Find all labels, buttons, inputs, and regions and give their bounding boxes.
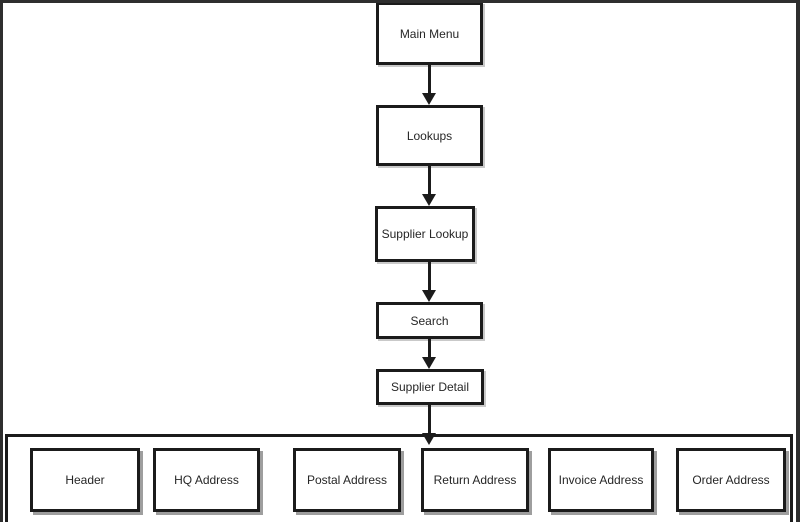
flow-node-lookups: Lookups — [376, 105, 483, 166]
arrow-shaft — [427, 338, 431, 359]
flow-node-search: Search — [376, 302, 483, 339]
arrow-down-icon — [422, 433, 436, 445]
flow-node-supplier-detail-label: Supplier Detail — [390, 380, 470, 394]
section-node-postal-address: Postal Address — [293, 448, 401, 512]
arrow-down-icon — [422, 194, 436, 206]
arrow-shaft — [427, 404, 431, 435]
section-node-order-address-label: Order Address — [692, 473, 770, 487]
arrow-lookups-to-supplier-lookup — [422, 166, 436, 206]
arrow-down-icon — [422, 357, 436, 369]
arrow-down-icon — [422, 93, 436, 105]
section-node-header-label: Header — [65, 473, 105, 487]
flow-node-main-menu-label: Main Menu — [399, 26, 460, 41]
arrow-main-menu-to-lookups — [422, 64, 436, 105]
arrow-down-icon — [422, 290, 436, 302]
section-node-order-address: Order Address — [676, 448, 786, 512]
flow-node-main-menu: Main Menu — [376, 3, 483, 65]
flow-node-lookups-label: Lookups — [406, 128, 453, 143]
section-node-invoice-address-label: Invoice Address — [558, 473, 644, 487]
section-node-hq-address: HQ Address — [153, 448, 260, 512]
section-node-invoice-address: Invoice Address — [548, 448, 654, 512]
section-node-hq-address-label: HQ Address — [174, 473, 239, 487]
flow-node-search-label: Search — [410, 313, 449, 328]
arrow-search-to-supplier-detail — [422, 338, 436, 369]
section-node-header: Header — [30, 448, 140, 512]
arrow-supplier-lookup-to-search — [422, 261, 436, 302]
arrow-shaft — [427, 261, 431, 292]
flow-node-supplier-detail: Supplier Detail — [376, 369, 484, 405]
section-node-return-address-label: Return Address — [433, 473, 517, 487]
flow-node-supplier-lookup-label: Supplier Lookup — [381, 227, 469, 241]
arrow-supplier-detail-to-sections — [422, 404, 436, 445]
arrow-shaft — [427, 166, 431, 196]
section-node-return-address: Return Address — [421, 448, 529, 512]
flow-node-supplier-lookup: Supplier Lookup — [375, 206, 475, 262]
section-node-postal-address-label: Postal Address — [306, 473, 388, 487]
arrow-shaft — [427, 64, 431, 95]
